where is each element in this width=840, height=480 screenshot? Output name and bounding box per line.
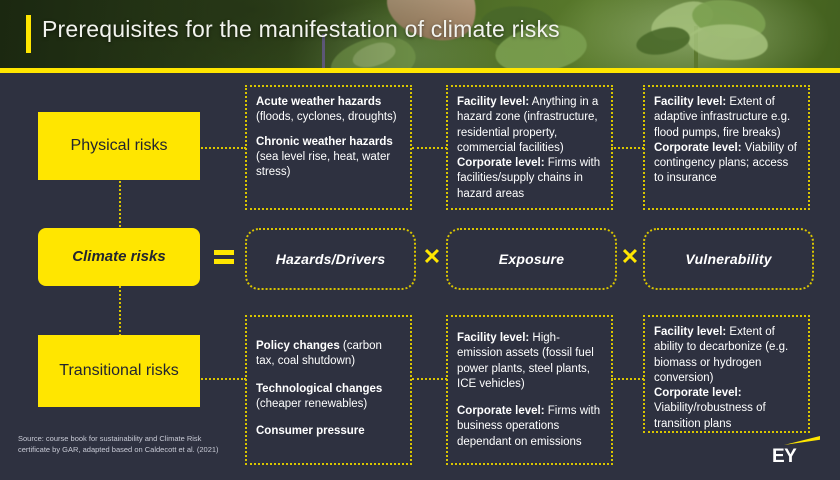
transitional-exposure-item-2-title: Corporate level:: [457, 405, 545, 418]
physical-exposure-item-2: Corporate level: Firms with facilities/s…: [457, 156, 602, 202]
title-accent-bar: [26, 15, 31, 53]
connector-physical-to-climate: [119, 178, 121, 230]
physical-exposure-box[interactable]: Facility level: Anything in a hazard zon…: [446, 85, 613, 210]
transitional-exposure-item-1-title: Facility level:: [457, 332, 530, 344]
transitional-vulnerability-item-2: Corporate level: Viability/robustness of…: [654, 386, 799, 432]
transitional-hazards-item-3: Consumer pressure: [256, 424, 401, 439]
times-icon: ✕: [422, 244, 442, 269]
exposure-box[interactable]: Exposure: [446, 228, 617, 290]
physical-exposure-item-2-text: Firms with facilities/supply chains in h…: [457, 157, 601, 200]
times-icon: ✕: [620, 244, 640, 269]
transitional-hazards-item-3-title: Consumer pressure: [256, 425, 365, 438]
transitional-hazards-box[interactable]: Policy changes (carbon tax, coal shutdow…: [245, 315, 412, 465]
physical-exposure-item-2-title: Corporate level:: [457, 157, 545, 170]
equals-operator: [214, 249, 234, 265]
transitional-hazards-item-2-text: (cheaper renewables): [256, 397, 368, 410]
physical-vulnerability-item-1: Facility level: Extent of adaptive infra…: [654, 95, 799, 141]
ey-logo-text: EY: [772, 446, 797, 467]
transitional-exposure-item-2: Corporate level: Firms with business ope…: [457, 404, 602, 450]
physical-vulnerability-item-2-text: Viability of contingency plans; access t…: [654, 141, 797, 185]
transitional-vulnerability-item-1-title: Facility level:: [654, 326, 727, 338]
physical-exposure-item-1: Facility level: Anything in a hazard zon…: [457, 95, 602, 156]
transitional-exposure-item-2-text: Firms with business operations dependant…: [457, 405, 601, 448]
ey-logo: EY: [770, 434, 824, 468]
connector-climate-to-transitional: [119, 286, 121, 336]
hazards-drivers-box[interactable]: Hazards/Drivers: [245, 228, 416, 290]
physical-vulnerability-item-1-title: Facility level:: [654, 96, 727, 108]
physical-risks-box[interactable]: Physical risks: [38, 112, 200, 180]
transitional-vulnerability-box[interactable]: Facility level: Extent of ability to dec…: [643, 315, 810, 433]
climate-risks-label: Climate risks: [72, 248, 166, 265]
equals-bar-top: [214, 250, 234, 255]
physical-vulnerability-item-2-title: Corporate level:: [654, 141, 742, 154]
climate-risks-box[interactable]: Climate risks: [38, 228, 200, 286]
physical-hazards-item-1-text: (floods, cyclones, droughts): [256, 111, 397, 124]
page-title: Prerequisites for the manifestation of c…: [42, 16, 560, 42]
transitional-exposure-item-1-text: High-emission assets (fossil fuel power …: [457, 332, 594, 390]
physical-exposure-item-1-title: Facility level:: [457, 96, 530, 108]
transitional-vulnerability-item-1: Facility level: Extent of ability to dec…: [654, 325, 799, 386]
connector-drivers-to-exposure: [412, 378, 447, 380]
physical-hazards-item-2-text: (sea level rise, heat, water stress): [256, 150, 391, 179]
transitional-risks-box[interactable]: Transitional risks: [38, 335, 200, 407]
physical-vulnerability-box[interactable]: Facility level: Extent of adaptive infra…: [643, 85, 810, 210]
header-overlay: [0, 0, 840, 68]
transitional-hazards-item-2-title: Technological changes: [256, 382, 383, 395]
hazards-drivers-label: Hazards/Drivers: [275, 251, 386, 267]
multiply-operator-1: ✕: [422, 244, 442, 269]
physical-hazards-item-1-title: Acute weather hazards: [256, 96, 382, 108]
transitional-hazards-item-1-text: (carbon tax, coal shutdown): [256, 340, 382, 368]
transitional-exposure-box[interactable]: Facility level: High-emission assets (fo…: [446, 315, 613, 465]
physical-exposure-item-1-text: Anything in a hazard zone (infrastructur…: [457, 96, 599, 154]
transitional-exposure-item-1: Facility level: High-emission assets (fo…: [457, 331, 602, 392]
physical-hazards-item-2-title: Chronic weather hazards: [256, 135, 393, 148]
header-divider-rule: [0, 68, 840, 73]
transitional-hazards-item-2: Technological changes (cheaper renewable…: [256, 382, 401, 413]
connector-exposure-to-vulnerability-bottom: [611, 378, 644, 380]
multiply-operator-2: ✕: [620, 244, 640, 269]
transitional-vulnerability-item-2-title: Corporate level:: [654, 387, 742, 400]
connector-hazards-to-exposure: [412, 147, 447, 149]
transitional-risks-label: Transitional risks: [59, 362, 179, 380]
header-banner: Prerequisites for the manifestation of c…: [0, 0, 840, 68]
equals-bar-bottom: [214, 259, 234, 264]
vulnerability-box[interactable]: Vulnerability: [643, 228, 814, 290]
physical-hazards-box[interactable]: Acute weather hazards (floods, cyclones,…: [245, 85, 412, 210]
connector-transitional-to-drivers: [190, 378, 246, 380]
physical-risks-label: Physical risks: [70, 137, 168, 155]
transitional-hazards-item-1-title: Policy changes: [256, 340, 340, 352]
physical-hazards-item-1: Acute weather hazards (floods, cyclones,…: [256, 95, 401, 126]
transitional-vulnerability-item-2-text: Viability/robustness of transition plans: [654, 402, 766, 430]
transitional-vulnerability-item-1-text: Extent of ability to decarbonize (e.g. b…: [654, 326, 789, 384]
connector-exposure-to-vulnerability: [611, 147, 644, 149]
physical-vulnerability-item-2: Corporate level: Viability of contingenc…: [654, 141, 799, 187]
physical-hazards-item-2: Chronic weather hazards (sea level rise,…: [256, 135, 401, 181]
connector-physical-to-hazards: [190, 147, 246, 149]
ey-swoosh-icon: [784, 436, 820, 445]
vulnerability-label: Vulnerability: [685, 251, 772, 267]
physical-vulnerability-item-1-text: Extent of adaptive infrastructure e.g. f…: [654, 96, 791, 139]
source-note: Source: course book for sustainability a…: [18, 434, 219, 454]
transitional-hazards-item-1: Policy changes (carbon tax, coal shutdow…: [256, 339, 401, 370]
exposure-label: Exposure: [498, 251, 565, 267]
